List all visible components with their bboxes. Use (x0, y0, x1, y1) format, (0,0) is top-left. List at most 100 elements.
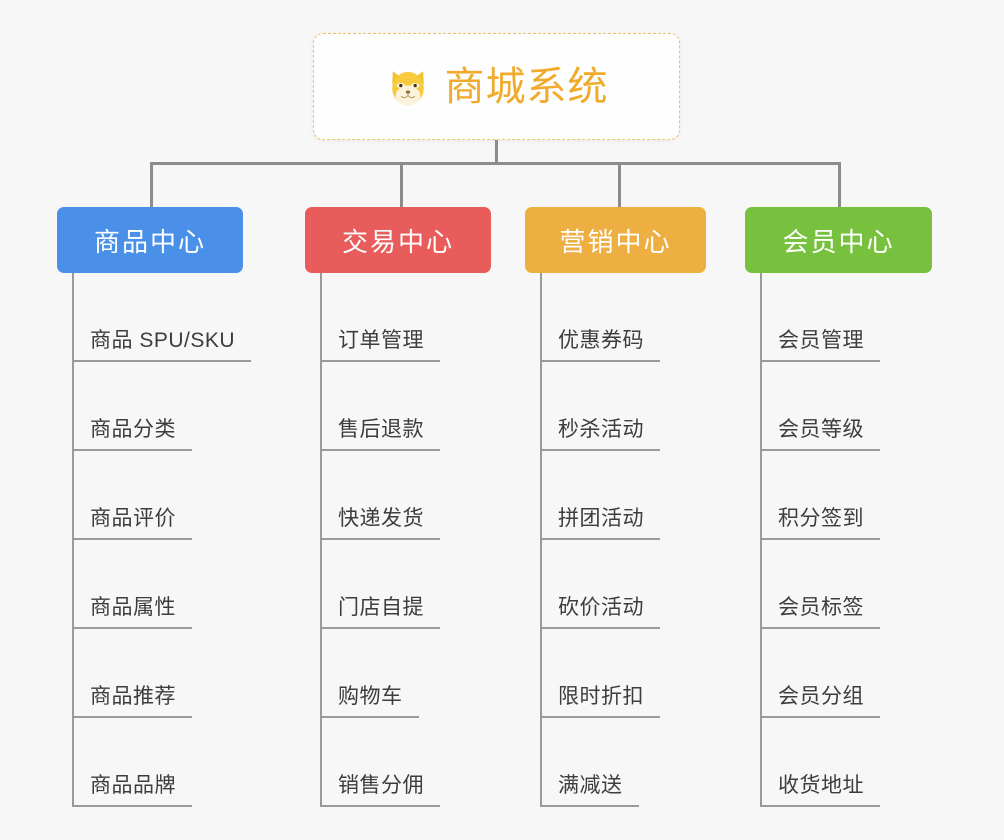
list-item[interactable]: 砍价活动 (525, 540, 706, 629)
leaf-underline: 会员管理 (760, 324, 880, 362)
leaf-label: 销售分佣 (338, 774, 424, 797)
leaf-underline: 砍价活动 (540, 591, 660, 629)
shiba-dog-icon (391, 70, 424, 106)
leaf-underline: 优惠券码 (540, 324, 660, 362)
leaf-label: 砍价活动 (558, 596, 644, 619)
leaf-underline: 商品属性 (72, 591, 192, 629)
leaf-underline: 售后退款 (320, 413, 440, 451)
column-trade-center: 交易中心 订单管理 售后退款 快递发货 门店自提 购物车 销售分佣 (305, 207, 491, 807)
leaf-list-member-center: 会员管理 会员等级 积分签到 会员标签 会员分组 收货地址 (745, 273, 932, 807)
leaf-label: 快递发货 (338, 507, 424, 530)
connector-horizontal-bus (150, 162, 841, 165)
list-item[interactable]: 会员管理 (745, 273, 932, 362)
category-label-product-center: 商品中心 (93, 226, 206, 257)
list-item[interactable]: 商品属性 (57, 540, 243, 629)
root-node-content: 商城系统 (385, 64, 609, 110)
category-header-member-center[interactable]: 会员中心 (745, 207, 932, 273)
leaf-underline: 收货地址 (760, 769, 880, 807)
spine-member-center (760, 273, 762, 807)
column-product-center: 商品中心 商品 SPU/SKU 商品分类 商品评价 商品属性 商品推荐 商品品牌 (57, 207, 252, 807)
category-label-member-center: 会员中心 (782, 226, 895, 257)
leaf-list-product-center: 商品 SPU/SKU 商品分类 商品评价 商品属性 商品推荐 商品品牌 (57, 273, 252, 807)
list-item[interactable]: 满减送 (525, 718, 706, 807)
leaf-label: 满减送 (558, 774, 623, 797)
connector-drop-marketing-center (618, 162, 621, 208)
leaf-underline: 销售分佣 (320, 769, 440, 807)
leaf-label: 商品评价 (90, 507, 176, 530)
leaf-label: 商品属性 (90, 596, 176, 619)
leaf-label: 商品推荐 (90, 685, 176, 708)
category-header-marketing-center[interactable]: 营销中心 (525, 207, 706, 273)
list-item[interactable]: 商品品牌 (57, 718, 243, 807)
list-item[interactable]: 购物车 (305, 629, 491, 718)
leaf-label: 商品分类 (90, 418, 176, 441)
leaf-label: 门店自提 (338, 596, 424, 619)
list-item[interactable]: 会员分组 (745, 629, 932, 718)
spine-trade-center (320, 273, 322, 807)
root-node-label: 商城系统 (444, 64, 609, 109)
list-item[interactable]: 快递发货 (305, 451, 491, 540)
leaf-list-marketing-center: 优惠券码 秒杀活动 拼团活动 砍价活动 限时折扣 满减送 (525, 273, 706, 807)
leaf-list-trade-center: 订单管理 售后退款 快递发货 门店自提 购物车 销售分佣 (305, 273, 491, 807)
leaf-underline: 秒杀活动 (540, 413, 660, 451)
leaf-underline: 商品分类 (72, 413, 192, 451)
list-item[interactable]: 商品推荐 (57, 629, 243, 718)
list-item[interactable]: 优惠券码 (525, 273, 706, 362)
leaf-label: 商品品牌 (90, 774, 176, 797)
list-item[interactable]: 门店自提 (305, 540, 491, 629)
leaf-underline: 满减送 (540, 769, 639, 807)
spine-marketing-center (540, 273, 542, 807)
connector-drop-trade-center (400, 162, 403, 208)
list-item[interactable]: 会员等级 (745, 362, 932, 451)
leaf-underline: 门店自提 (320, 591, 440, 629)
leaf-underline: 积分签到 (760, 502, 880, 540)
list-item[interactable]: 秒杀活动 (525, 362, 706, 451)
column-member-center: 会员中心 会员管理 会员等级 积分签到 会员标签 会员分组 收货地址 (745, 207, 932, 807)
leaf-label: 拼团活动 (558, 507, 644, 530)
leaf-label: 会员标签 (778, 596, 864, 619)
leaf-label: 积分签到 (778, 507, 864, 530)
leaf-label: 优惠券码 (558, 329, 644, 352)
list-item[interactable]: 收货地址 (745, 718, 932, 807)
leaf-underline: 会员标签 (760, 591, 880, 629)
leaf-label: 会员管理 (778, 329, 864, 352)
list-item[interactable]: 商品评价 (57, 451, 243, 540)
list-item[interactable]: 限时折扣 (525, 629, 706, 718)
leaf-underline: 订单管理 (320, 324, 440, 362)
category-header-trade-center[interactable]: 交易中心 (305, 207, 491, 273)
category-label-marketing-center: 营销中心 (559, 226, 672, 257)
leaf-underline: 拼团活动 (540, 502, 660, 540)
list-item[interactable]: 订单管理 (305, 273, 491, 362)
connector-root-stem (495, 140, 498, 164)
list-item[interactable]: 积分签到 (745, 451, 932, 540)
leaf-underline: 商品推荐 (72, 680, 192, 718)
leaf-label: 商品 SPU/SKU (90, 329, 236, 352)
connector-drop-product-center (150, 162, 153, 208)
leaf-underline: 限时折扣 (540, 680, 660, 718)
list-item[interactable]: 商品分类 (57, 362, 243, 451)
leaf-underline: 会员等级 (760, 413, 880, 451)
leaf-label: 收货地址 (778, 774, 864, 797)
leaf-label: 会员等级 (778, 418, 864, 441)
list-item[interactable]: 售后退款 (305, 362, 491, 451)
leaf-underline: 商品评价 (72, 502, 192, 540)
root-node[interactable]: 商城系统 (313, 33, 680, 140)
list-item[interactable]: 拼团活动 (525, 451, 706, 540)
leaf-label: 会员分组 (778, 685, 864, 708)
leaf-underline: 购物车 (320, 680, 419, 718)
category-header-product-center[interactable]: 商品中心 (57, 207, 243, 273)
leaf-label: 订单管理 (338, 329, 424, 352)
leaf-label: 售后退款 (338, 418, 424, 441)
list-item[interactable]: 销售分佣 (305, 718, 491, 807)
leaf-label: 秒杀活动 (558, 418, 644, 441)
spine-product-center (72, 273, 74, 807)
connector-drop-member-center (838, 162, 841, 208)
leaf-underline: 会员分组 (760, 680, 880, 718)
category-label-trade-center: 交易中心 (341, 226, 454, 257)
leaf-underline: 商品 SPU/SKU (72, 324, 252, 362)
column-marketing-center: 营销中心 优惠券码 秒杀活动 拼团活动 砍价活动 限时折扣 满减送 (525, 207, 706, 807)
leaf-underline: 商品品牌 (72, 769, 192, 807)
list-item[interactable]: 会员标签 (745, 540, 932, 629)
list-item[interactable]: 商品 SPU/SKU (57, 273, 252, 362)
